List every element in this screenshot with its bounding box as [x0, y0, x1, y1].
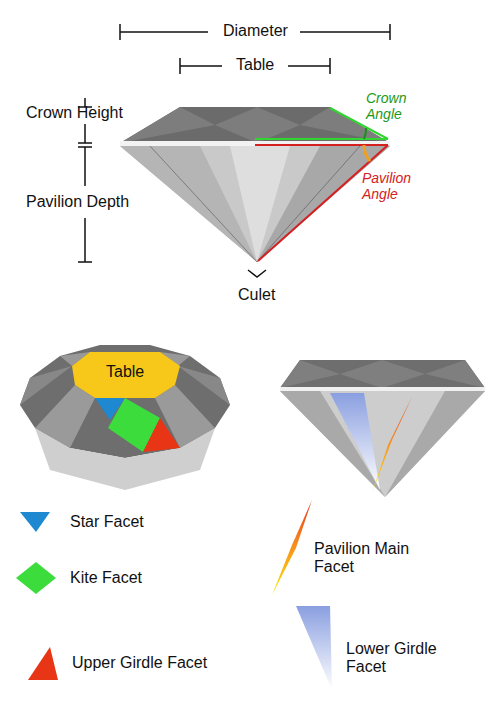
pavilion-view: [280, 360, 485, 497]
legend-swatch: [16, 562, 56, 594]
legend-text: Lower Girdle Facet: [346, 640, 456, 677]
part-label: Crown Angle: [366, 90, 426, 122]
legend-text: Pavilion Main Facet: [314, 540, 424, 577]
legend-text: Star Facet: [70, 513, 250, 531]
legend-swatch: [20, 512, 50, 532]
legend-text: Upper Girdle Facet: [72, 654, 272, 672]
legend-swatch: [28, 647, 58, 680]
part-label: Table: [232, 56, 278, 74]
legend-swatch: [272, 500, 312, 595]
crown-view: [20, 345, 230, 490]
part-label: Diameter: [219, 22, 292, 40]
part-label: Table: [106, 363, 144, 381]
diamond-profile: [120, 107, 390, 262]
part-label: Pavilion Depth: [26, 193, 129, 211]
legend-text: Kite Facet: [70, 569, 250, 587]
part-label: Pavilion Angle: [362, 170, 432, 202]
part-label: Culet: [238, 286, 275, 304]
part-label: Crown Height: [26, 104, 123, 122]
dimension-brackets: [78, 24, 390, 277]
legend-swatch: [296, 606, 332, 690]
